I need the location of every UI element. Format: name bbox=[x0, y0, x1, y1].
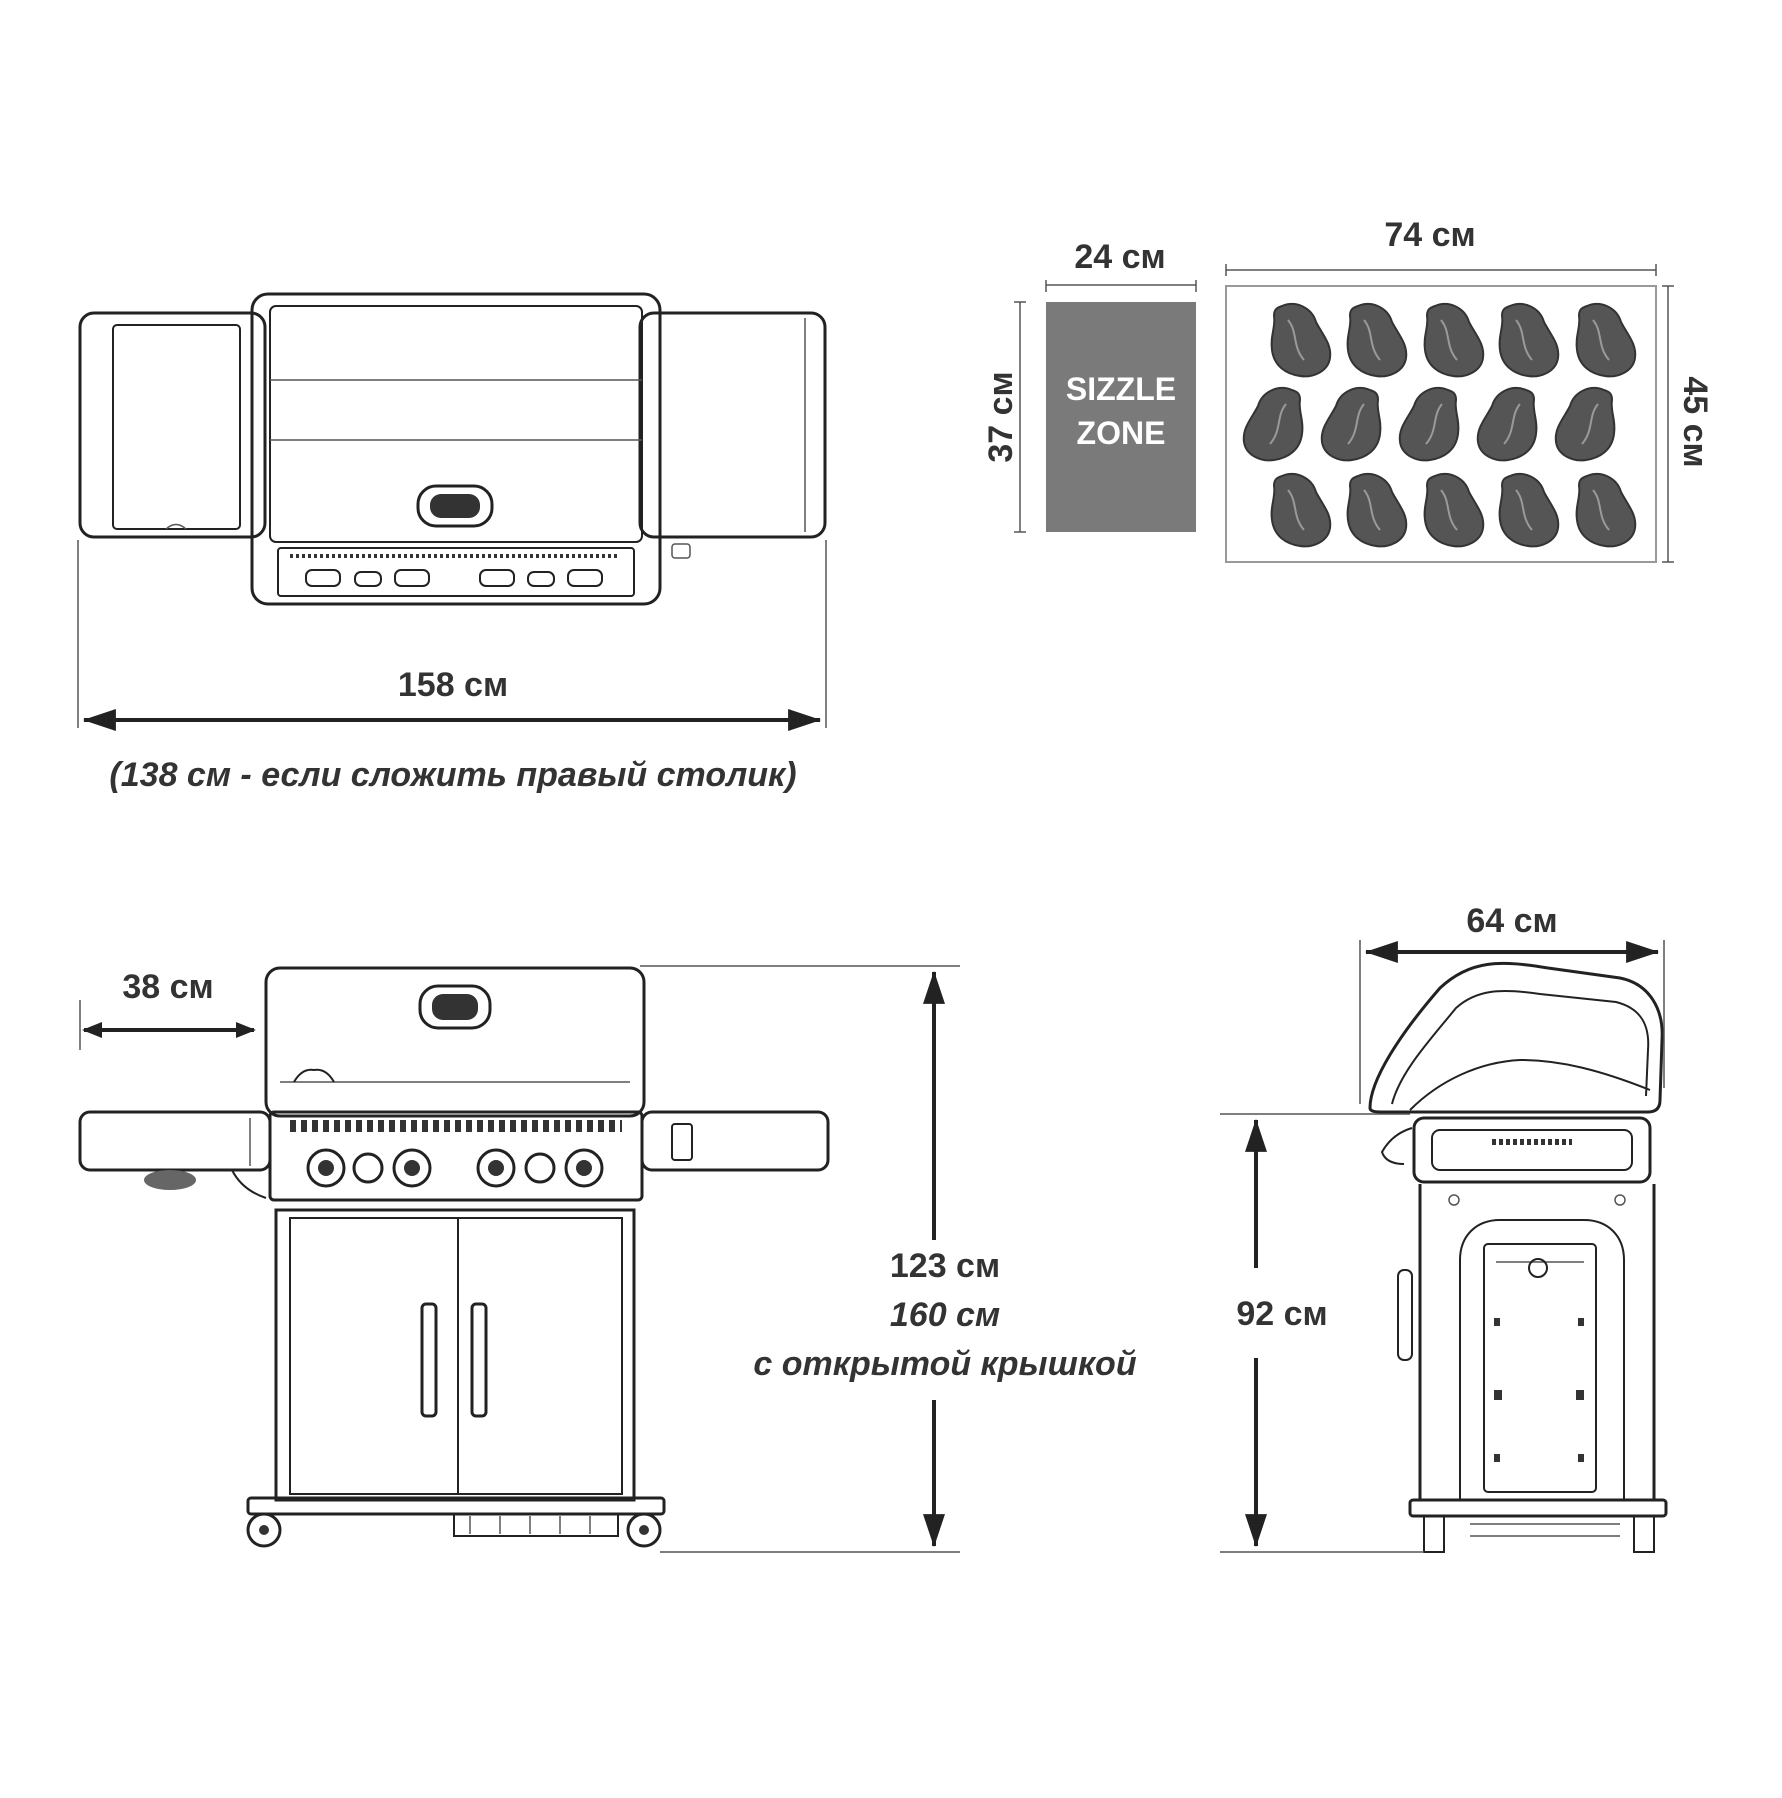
steak-marbling bbox=[1440, 489, 1458, 531]
steak-marbling bbox=[1363, 319, 1381, 361]
side-depth-label: 64 см bbox=[1466, 902, 1557, 940]
sizzle-zone bbox=[1046, 302, 1196, 532]
top-view-grill bbox=[78, 292, 827, 606]
steak-marbling bbox=[1515, 489, 1533, 531]
steak-marbling bbox=[1287, 319, 1305, 361]
steak-marbling bbox=[1269, 403, 1287, 445]
steak-marbling bbox=[1347, 403, 1365, 445]
sizzle-zone-text-line2: ZONE bbox=[1077, 415, 1166, 451]
steak-marbling bbox=[1581, 403, 1599, 445]
front-height-label: 123 см bbox=[890, 1247, 1000, 1285]
main-height-label: 45 см bbox=[1676, 376, 1714, 467]
steak-marbling bbox=[1503, 403, 1521, 445]
steak-marbling bbox=[1515, 319, 1533, 361]
grill-area-diagram bbox=[1014, 264, 1674, 563]
steak-marbling bbox=[1363, 489, 1381, 531]
main-width-label: 74 см bbox=[1384, 216, 1475, 254]
sizzle-zone-text-line1: SIZZLE bbox=[1066, 371, 1176, 407]
front-view-grill bbox=[78, 966, 830, 1548]
steak-marbling bbox=[1592, 319, 1610, 361]
top-view-folded-note: (138 см - если сложить правый столик) bbox=[109, 756, 796, 794]
side-view-dimensions bbox=[1220, 940, 1665, 1553]
side-table-height-label: 92 см bbox=[1236, 1295, 1327, 1333]
sizzle-height-label: 37 см bbox=[982, 371, 1020, 462]
steak-marbling bbox=[1440, 319, 1458, 361]
steak-marbling bbox=[1425, 403, 1443, 445]
front-open-note: с открытой крышкой bbox=[753, 1345, 1136, 1383]
top-view-width-label: 158 см bbox=[398, 666, 508, 704]
steak-marbling bbox=[1592, 489, 1610, 531]
steak-marbling bbox=[1287, 489, 1305, 531]
side-view-grill bbox=[1368, 961, 1668, 1553]
front-view-dimensions bbox=[79, 965, 960, 1553]
side-table-width-label: 38 см bbox=[122, 968, 213, 1006]
top-view-width-dimension bbox=[77, 540, 827, 731]
sizzle-width-label: 24 см bbox=[1074, 238, 1165, 276]
front-open-height-label: 160 см bbox=[890, 1296, 1000, 1334]
steak-icons bbox=[1242, 302, 1637, 548]
